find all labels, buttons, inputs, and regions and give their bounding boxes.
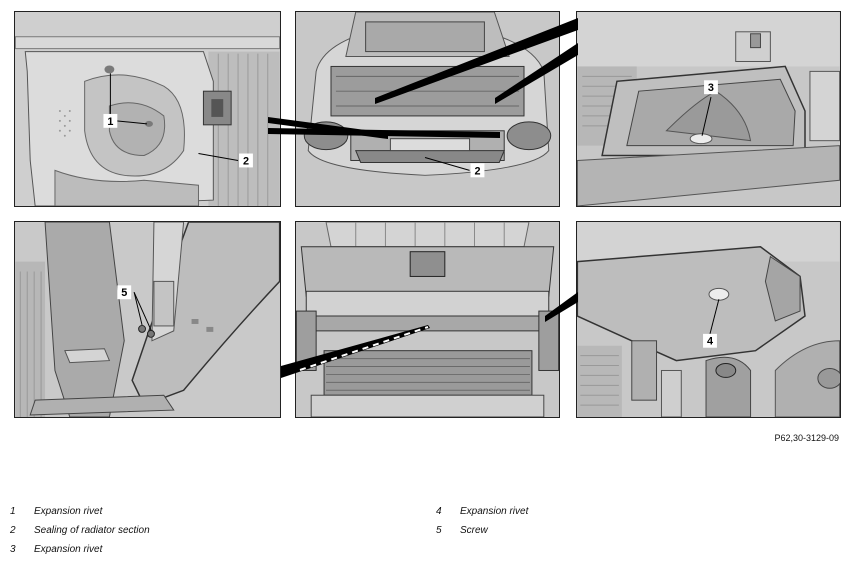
- callout-2-left: 2: [243, 155, 249, 167]
- legend-text: Sealing of radiator section: [34, 525, 150, 536]
- legend-item: 2 Sealing of radiator section: [10, 521, 150, 540]
- panel-duct-left-detail: 1 2: [14, 11, 281, 207]
- legend-item: 5 Screw: [436, 521, 528, 540]
- legend-left: 1 Expansion rivet 2 Sealing of radiator …: [10, 502, 150, 559]
- legend-number: 4: [436, 506, 442, 517]
- legend-item: 3 Expansion rivet: [10, 540, 150, 559]
- duct-left-illustration: 1 2: [15, 12, 280, 206]
- callout-5: 5: [121, 287, 127, 299]
- legend-item: 4 Expansion rivet: [436, 502, 528, 521]
- callout-1: 1: [107, 116, 113, 128]
- panel-duct-screw-detail: 5: [14, 221, 281, 418]
- panel-vehicle-front-overview: 2: [295, 11, 560, 207]
- figure-code: P62,30-3129-09: [774, 433, 839, 443]
- legend-text: Expansion rivet: [34, 544, 103, 555]
- legend-text: Screw: [460, 525, 488, 536]
- legend-number: 3: [10, 544, 16, 555]
- panel-bracket-rivet-4-detail: 4: [576, 221, 841, 418]
- radiator-overview-illustration: [296, 222, 559, 417]
- legend-text: Expansion rivet: [460, 506, 529, 517]
- legend-number: 5: [436, 525, 442, 536]
- legend-text: Expansion rivet: [34, 506, 103, 517]
- panel-bracket-rivet-3-detail: 3: [576, 11, 841, 207]
- bracket-rivet-3-illustration: 3: [577, 12, 840, 206]
- callout-4: 4: [707, 336, 713, 348]
- legend-number: 1: [10, 506, 16, 517]
- legend-number: 2: [10, 525, 16, 536]
- legend-right: 4 Expansion rivet 5 Screw: [436, 502, 528, 540]
- panel-radiator-overview: [295, 221, 560, 418]
- duct-screw-illustration: 5: [15, 222, 280, 417]
- vehicle-front-illustration: 2: [296, 12, 559, 206]
- callout-3: 3: [708, 82, 714, 94]
- legend-item: 1 Expansion rivet: [10, 502, 150, 521]
- callout-2-overview: 2: [474, 165, 480, 177]
- bracket-rivet-4-illustration: 4: [577, 222, 840, 417]
